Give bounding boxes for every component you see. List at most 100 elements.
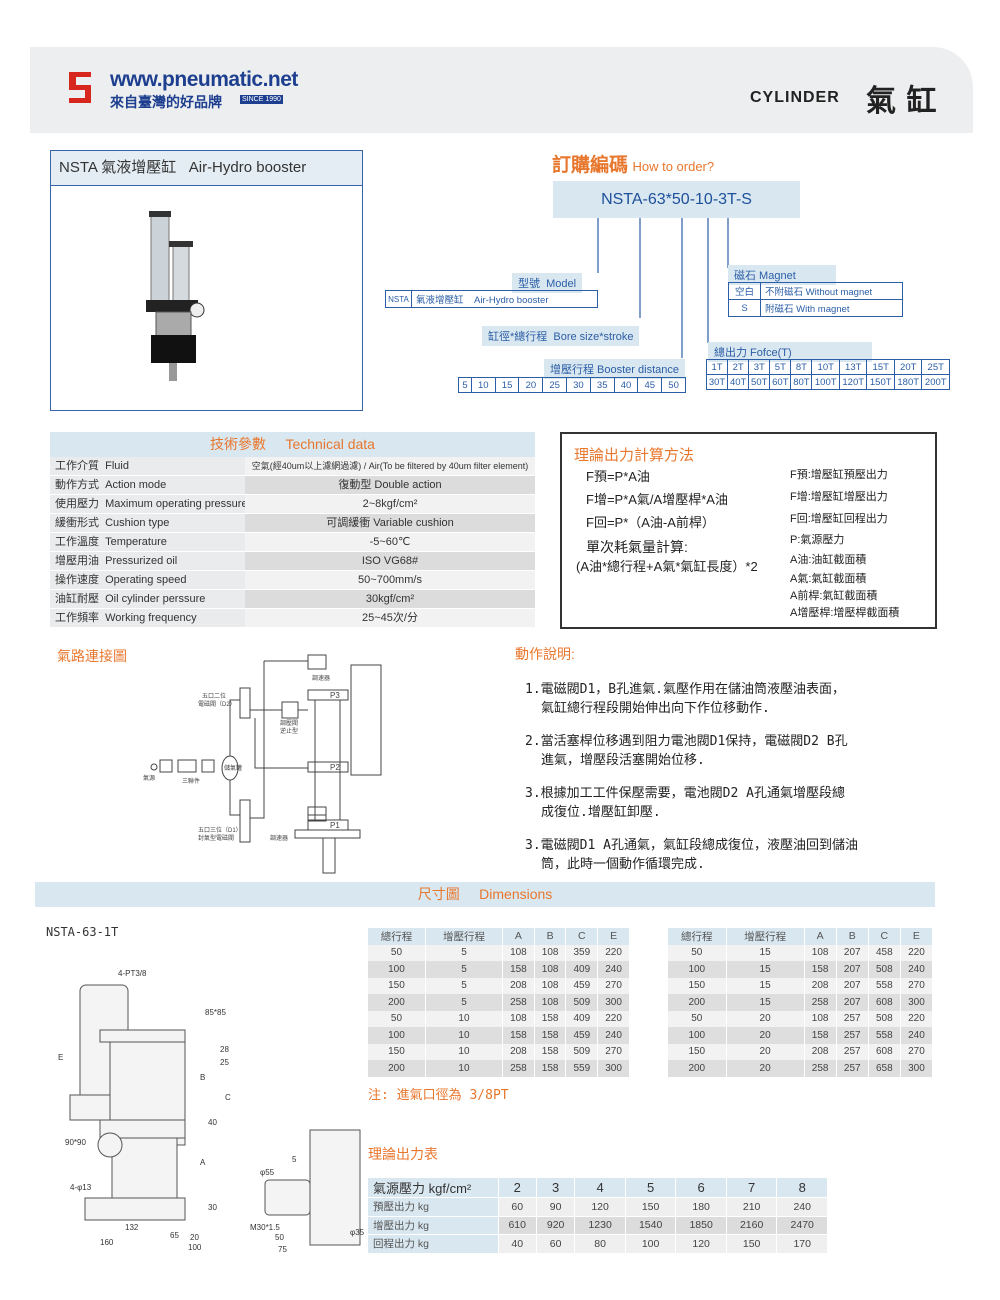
table-cell: 409 — [565, 961, 599, 978]
table-cell: 20 — [726, 1027, 805, 1044]
table-cell: 150 — [625, 1197, 677, 1217]
table-cell: 208 — [502, 1043, 535, 1060]
logo-slogan: 來自臺灣的好品牌 — [110, 94, 222, 110]
table-cell: 20 — [726, 1010, 805, 1027]
column-header: 增壓行程 — [425, 928, 504, 945]
table-cell: 240 — [900, 1027, 934, 1044]
air-tank-label: 儲氣罐 — [224, 764, 242, 772]
formula-line: F預=P*A油 — [586, 469, 650, 484]
order-title-en: How to order? — [632, 159, 715, 174]
dimensions-title-zh: 尺寸圖 — [417, 886, 460, 902]
table-cell: 108 — [534, 994, 567, 1011]
tech-param-name: 工作介質 Fluid — [50, 457, 245, 475]
action-step: 2.當活塞桿位移遇到阻力電池閥D1保持，電磁閥D2 B孔進氣，增壓段活塞開始位移… — [525, 732, 945, 770]
table-cell: 150 — [368, 977, 426, 994]
formula-definition: A氣:氣缸截面積 — [790, 573, 867, 585]
dimension-drawing: 4-PT3/885*852825403020BACE90*904-φ131321… — [58, 969, 365, 1254]
dimension-label: 132 — [125, 1223, 139, 1232]
table-cell: 4 — [574, 1178, 626, 1198]
force-option: 30T — [705, 374, 729, 390]
table-cell: 150 — [668, 977, 727, 994]
force-option: 25T — [921, 359, 950, 375]
table-cell: 7 — [726, 1178, 778, 1198]
tech-param-name: 使用壓力 Maximum operating pressure — [50, 495, 245, 513]
model-desc: 氣液增壓缸 Air-Hydro booster — [411, 290, 598, 308]
table-cell: 108 — [804, 944, 837, 961]
magnet-code: S — [728, 299, 761, 317]
force-option: 100T — [811, 374, 840, 390]
row-label: 回程出力 kg — [368, 1234, 499, 1254]
table-cell: 100 — [368, 961, 426, 978]
magnet-desc: 附磁石 With magnet — [760, 299, 903, 317]
dimension-label: 50 — [275, 1233, 284, 1242]
valve-d2-label: 五口二位 — [202, 692, 226, 700]
speed-controller-bottom-label: 調速器 — [270, 834, 288, 842]
table-cell: 5 — [425, 961, 504, 978]
force-option: 50T — [748, 374, 771, 390]
logo-mark — [66, 70, 98, 106]
table-cell: 158 — [534, 1043, 567, 1060]
table-cell: 40 — [498, 1234, 537, 1254]
booster-distance-option: 5 — [458, 377, 472, 393]
table-cell: 2470 — [776, 1216, 828, 1235]
dimension-label: φ55 — [260, 1168, 275, 1177]
force-option: 1T — [705, 359, 729, 375]
dimensions-band: 尺寸圖 Dimensions — [35, 882, 935, 907]
dimension-label: C — [225, 1093, 231, 1102]
table-cell: 240 — [776, 1197, 828, 1217]
action-step-line: 筒，此時一個動作循環完成. — [541, 857, 705, 872]
model-code: NSTA — [385, 290, 412, 308]
column-header: E — [597, 928, 630, 945]
action-title: 動作說明: — [515, 646, 575, 662]
table-cell: 3 — [536, 1178, 576, 1198]
table-cell: 50 — [668, 944, 727, 961]
table-cell: 220 — [900, 1010, 934, 1027]
column-header: 增壓行程 — [726, 928, 805, 945]
column-header: B — [836, 928, 869, 945]
force-label: 總出力 Fofce(T) — [708, 342, 872, 362]
table-cell: 158 — [534, 1027, 567, 1044]
formula-definition: F回:增壓缸回程出力 — [790, 513, 888, 525]
table-cell: 15 — [726, 944, 805, 961]
dimension-label: 4-φ13 — [70, 1183, 92, 1192]
tech-param-name: 增壓用油 Pressurized oil — [50, 552, 245, 570]
column-header: E — [900, 928, 934, 945]
force-option: 60T — [769, 374, 792, 390]
booster-distance-label: 增壓行程 Booster distance — [544, 359, 685, 379]
order-code: NSTA-63*50-10-3T-S — [553, 181, 800, 218]
table-cell: 20 — [726, 1043, 805, 1060]
tech-row: 工作溫度 Temperature-5~60℃ — [50, 533, 535, 552]
dimension-label: E — [58, 1053, 63, 1062]
table-cell: 10 — [425, 1027, 504, 1044]
table-cell: 15 — [726, 961, 805, 978]
table-cell: 458 — [868, 944, 901, 961]
product-title: NSTA 氣液增壓缸 Air-Hydro booster — [50, 150, 363, 186]
header-band — [30, 47, 973, 133]
formula-line: 單次耗氣量計算: — [586, 539, 688, 555]
action-step-line: 3.根據加工工件保壓需要，電池閥D2 A孔通氣增壓段總 — [525, 786, 845, 801]
action-step-line: 成復位.增壓缸卸壓. — [541, 805, 661, 820]
table-cell: 610 — [498, 1216, 537, 1235]
table-cell: 608 — [868, 1043, 901, 1060]
table-cell: 920 — [536, 1216, 576, 1235]
table-cell: 100 — [368, 1027, 426, 1044]
column-header: 總行程 — [368, 928, 426, 945]
dimension-label: 100 — [188, 1243, 202, 1252]
magnet-option-row: 空白不附磁石 Without magnet — [728, 282, 903, 300]
